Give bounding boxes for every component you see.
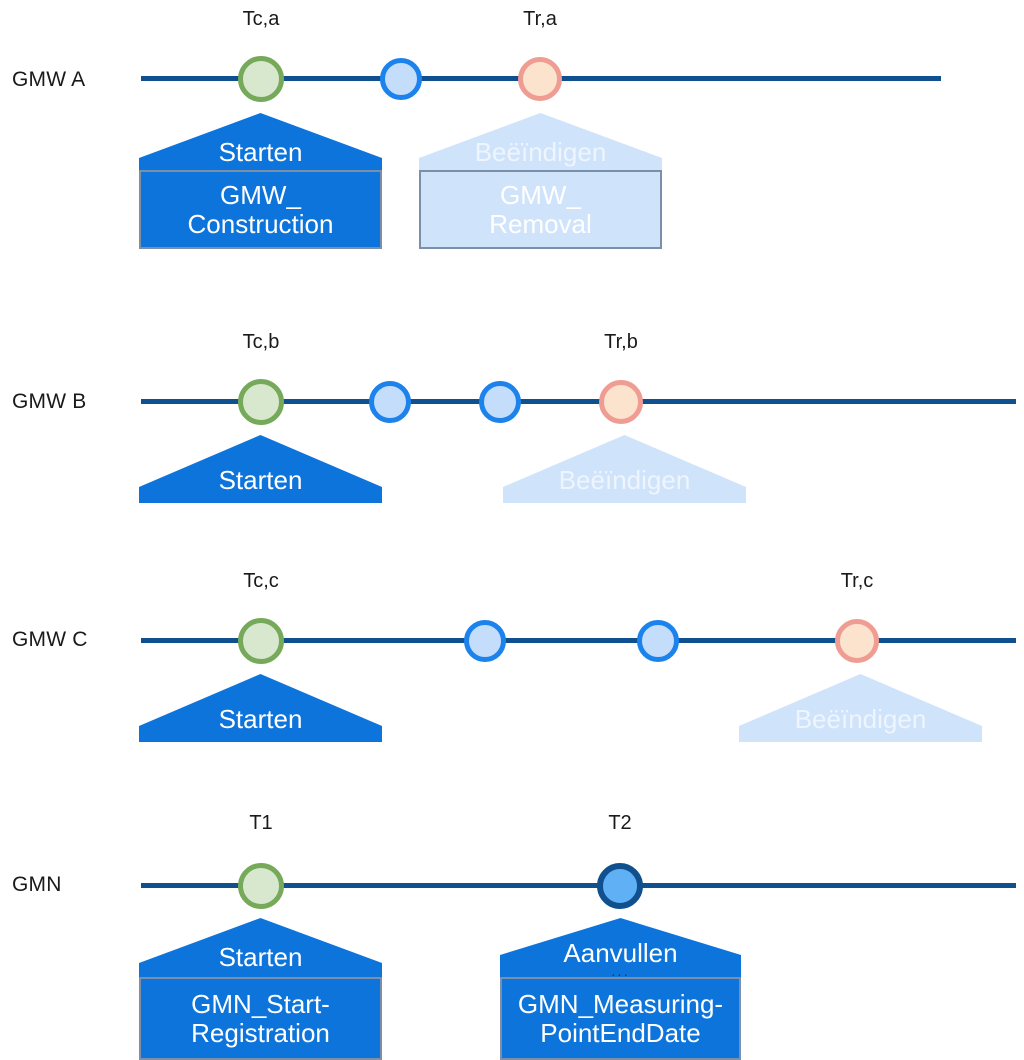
chevron-shape-icon xyxy=(139,674,382,742)
node-tr-b-end-icon[interactable] xyxy=(599,380,643,424)
marker-gmw-c-starten[interactable]: Starten xyxy=(139,674,382,742)
row-label-gmw-a: GMW A xyxy=(12,68,86,91)
tick-label-tc-a: Tc,a xyxy=(242,8,280,30)
tick-label-t2: T2 xyxy=(608,812,632,834)
name-line-2: PointEndDate xyxy=(540,1017,701,1048)
tick-label-tr-a: Tr,a xyxy=(523,8,557,30)
node-intermediate-gmw-a-icon[interactable] xyxy=(380,58,422,100)
row-label-gmw-b: GMW B xyxy=(12,390,87,413)
marker-name-box[interactable]: GMW_ Removal xyxy=(419,170,662,249)
marker-gmw-b-starten[interactable]: Starten xyxy=(139,435,382,503)
tick-label-tr-b: Tr,b xyxy=(604,331,638,353)
chevron-shape-icon xyxy=(139,918,382,978)
chevron-shape-icon xyxy=(739,674,982,742)
node-tc-a-start-icon[interactable] xyxy=(238,56,284,102)
timeline-axis-gmn xyxy=(141,883,1016,888)
tick-label-tc-c: Tc,c xyxy=(243,570,279,592)
timeline-axis-gmw-c xyxy=(141,638,1016,643)
node-t2-supplement-icon[interactable] xyxy=(597,863,643,909)
node-intermediate-gmw-c-2-icon[interactable] xyxy=(637,620,679,662)
marker-name-box[interactable]: GMN_Measuring- PointEndDate xyxy=(500,977,741,1060)
node-intermediate-gmw-b-2-icon[interactable] xyxy=(479,381,521,423)
marker-name-box[interactable]: GMW_ Construction xyxy=(139,170,382,249)
row-label-gmn: GMN xyxy=(12,873,62,896)
tick-label-tc-b: Tc,b xyxy=(242,331,280,353)
chevron-shape-icon xyxy=(139,435,382,503)
marker-gmw-b-beeindigen[interactable]: Beëïndigen xyxy=(503,435,746,503)
node-tc-b-start-icon[interactable] xyxy=(238,379,284,425)
node-tr-c-end-icon[interactable] xyxy=(835,619,879,663)
marker-gmn-start-registration[interactable]: Starten GMN_Start- Registration xyxy=(139,918,382,1060)
marker-gmw-a-removal[interactable]: Beëïndigen GMW_ Removal xyxy=(419,113,662,249)
name-line-1: GMN_Measuring- xyxy=(517,989,724,1020)
marker-name-box[interactable]: GMN_Start- Registration xyxy=(139,977,382,1060)
tick-label-tr-c: Tr,c xyxy=(840,570,874,592)
name-line-1: GMW_ xyxy=(220,180,301,211)
tick-label-t1: T1 xyxy=(249,812,273,834)
chevron-shape-icon xyxy=(419,113,662,171)
node-t1-start-icon[interactable] xyxy=(238,863,284,909)
chevron-shape-icon xyxy=(139,113,382,171)
node-intermediate-gmw-c-1-icon[interactable] xyxy=(464,620,506,662)
node-intermediate-gmw-b-1-icon[interactable] xyxy=(369,381,411,423)
name-line-1: GMW_ xyxy=(500,180,581,211)
marker-gmw-a-construction[interactable]: Starten GMW_ Construction xyxy=(139,113,382,249)
name-line-2: Registration xyxy=(191,1017,330,1048)
node-tc-c-start-icon[interactable] xyxy=(238,618,284,664)
name-line-1: GMN_Start- xyxy=(191,989,330,1020)
chevron-shape-icon xyxy=(500,918,741,978)
marker-gmw-c-beeindigen[interactable]: Beëïndigen xyxy=(739,674,982,742)
name-line-2: Removal xyxy=(489,208,592,239)
marker-gmn-measuringpoint-enddate[interactable]: Aanvullen ... GMN_Measuring- PointEndDat… xyxy=(500,918,741,1060)
timeline-axis-gmw-b xyxy=(141,399,1016,404)
chevron-shape-icon xyxy=(503,435,746,503)
row-label-gmw-c: GMW C xyxy=(12,628,88,651)
name-line-2: Construction xyxy=(187,208,334,239)
node-tr-a-end-icon[interactable] xyxy=(518,57,562,101)
